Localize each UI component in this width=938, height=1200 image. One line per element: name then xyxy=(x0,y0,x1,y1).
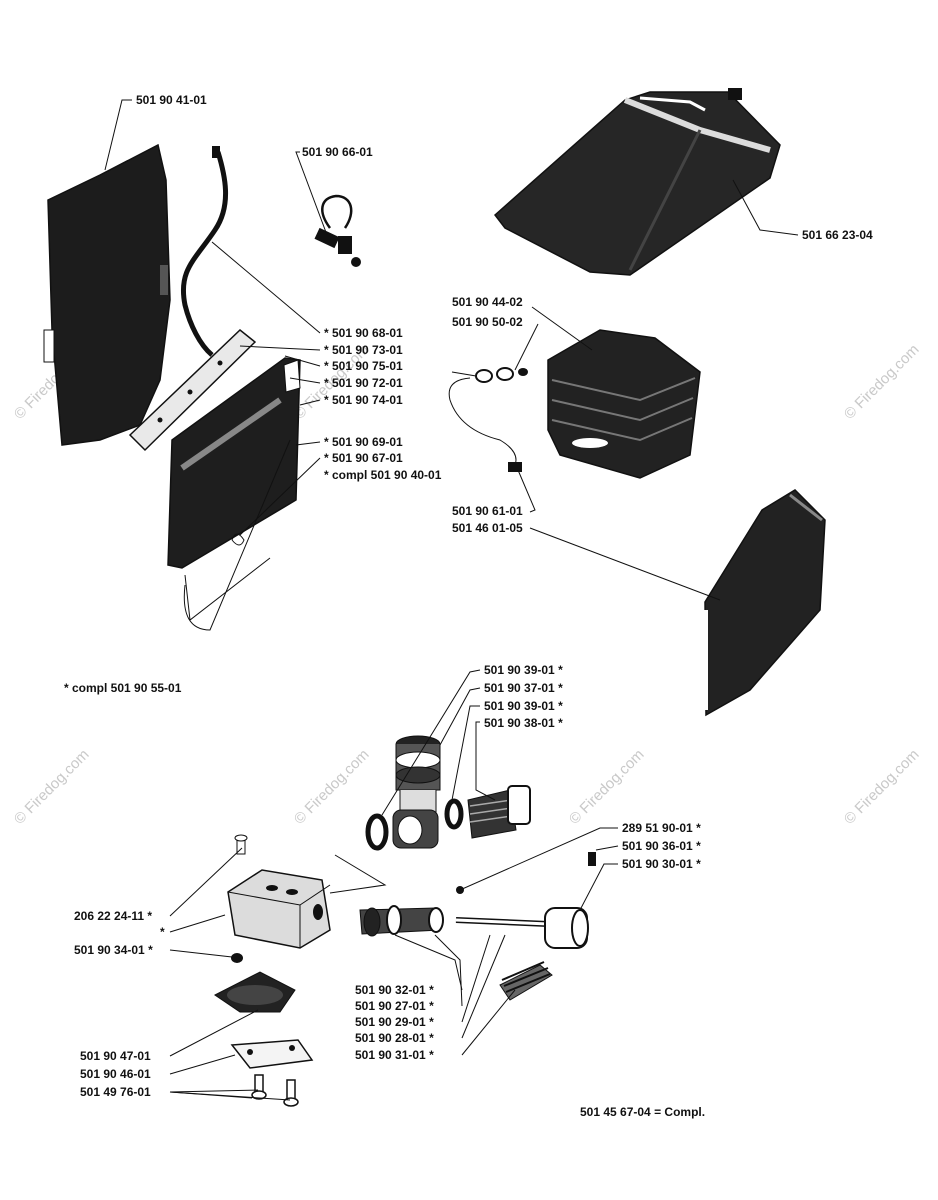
part-number-label: * 501 90 75-01 xyxy=(324,359,403,373)
watermark: © Firedog.com xyxy=(841,341,923,423)
watermark: © Firedog.com xyxy=(291,746,373,828)
part-number-label: 289 51 90-01 * xyxy=(622,821,701,835)
part-number-label: 501 49 76-01 xyxy=(80,1085,151,1099)
part-number-label: 501 90 61-01 xyxy=(452,504,523,518)
part-number-label: * xyxy=(160,925,165,939)
part-number-label: 501 90 44-02 xyxy=(452,295,523,309)
part-number-label: 501 90 39-01 * xyxy=(484,663,563,677)
cylinder-heater-block xyxy=(448,329,701,479)
cable-connector xyxy=(314,194,361,267)
part-number-label: 501 90 47-01 xyxy=(80,1049,151,1063)
part-number-label: 206 22 24-11 * xyxy=(74,909,152,923)
compl-assembly-label: 501 45 67-04 = Compl. xyxy=(580,1105,705,1119)
regulator-block xyxy=(227,834,331,963)
watermark: © Firedog.com xyxy=(566,746,648,828)
part-number-label: * 501 90 74-01 xyxy=(324,393,403,407)
mounting-strip xyxy=(128,329,257,452)
part-number-label: * 501 90 72-01 xyxy=(324,376,403,390)
handle-heater-top xyxy=(493,88,781,276)
part-number-label: 501 66 23-04 xyxy=(802,228,873,242)
side-heater-panel xyxy=(704,489,826,717)
part-number-label: 501 90 29-01 * xyxy=(355,1015,434,1029)
part-number-label: 501 90 28-01 * xyxy=(355,1031,434,1045)
part-labels: 501 90 41-01 501 90 66-01 501 66 23-04 *… xyxy=(64,93,873,1119)
part-number-label: 501 90 66-01 xyxy=(302,145,373,159)
part-number-label: 501 90 41-01 xyxy=(136,93,207,107)
part-number-label: 501 90 39-01 * xyxy=(484,699,563,713)
diaphragm-cap xyxy=(214,971,296,1013)
valve-fittings xyxy=(365,735,531,851)
part-number-label: * 501 90 73-01 xyxy=(324,343,403,357)
part-number-label: 501 90 46-01 xyxy=(80,1067,151,1081)
part-number-label: 501 90 31-01 * xyxy=(355,1048,434,1062)
part-number-label: 501 46 01-05 xyxy=(452,521,523,535)
part-number-label: 501 90 34-01 * xyxy=(74,943,153,957)
leader-lines xyxy=(104,99,799,1101)
side-cover-panel xyxy=(43,143,171,446)
part-number-label: * compl 501 90 55-01 xyxy=(64,681,182,695)
watermark: © Firedog.com xyxy=(11,746,93,828)
part-number-label: 501 90 38-01 * xyxy=(484,716,563,730)
heating-element-panel xyxy=(167,357,301,631)
part-number-label: * 501 90 67-01 xyxy=(324,451,403,465)
part-number-label: * 501 90 68-01 xyxy=(324,326,403,340)
part-number-label: 501 90 32-01 * xyxy=(355,983,434,997)
cable xyxy=(181,146,228,357)
part-number-label: 501 90 27-01 * xyxy=(355,999,434,1013)
base-plate xyxy=(230,1039,314,1107)
part-number-label: 501 90 36-01 * xyxy=(622,839,701,853)
watermark: © Firedog.com xyxy=(841,746,923,828)
part-number-label: * 501 90 69-01 xyxy=(324,435,403,449)
part-number-label: * compl 501 90 40-01 xyxy=(324,468,442,482)
part-number-label: 501 90 50-02 xyxy=(452,315,523,329)
part-number-label: 501 90 30-01 * xyxy=(622,857,701,871)
piston-assembly xyxy=(359,852,596,1001)
part-number-label: 501 90 37-01 * xyxy=(484,681,563,695)
